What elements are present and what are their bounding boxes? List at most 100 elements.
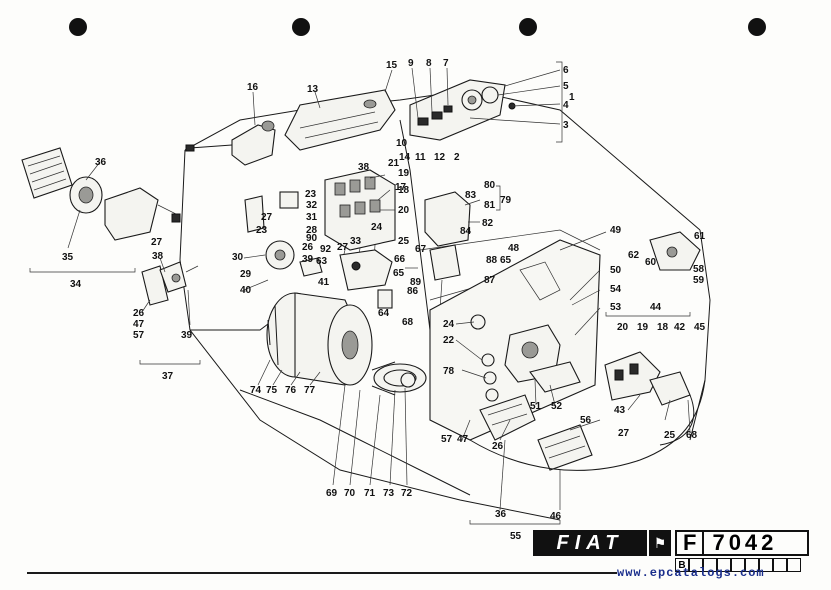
callout-68: 68 — [402, 317, 414, 328]
callout-78: 78 — [443, 366, 455, 377]
ignition-components — [244, 191, 323, 277]
callout-34: 34 — [70, 279, 82, 290]
callout-74: 74 — [250, 385, 262, 396]
instrument-cluster — [284, 89, 396, 151]
callout-75: 75 — [266, 385, 278, 396]
callout-22: 22 — [443, 335, 455, 346]
callout-79: 79 — [500, 195, 512, 206]
callout-19b: 19 — [637, 322, 649, 333]
callout-23: 23 — [305, 189, 317, 200]
callout-84: 84 — [460, 226, 472, 237]
callout-38b: 38 — [358, 162, 370, 173]
document-code-prefix: F — [677, 530, 705, 555]
callout-33: 33 — [350, 236, 362, 247]
callout-49: 49 — [610, 225, 622, 236]
callout-53: 53 — [610, 302, 622, 313]
callout-36: 36 — [495, 509, 507, 520]
callout-36b: 36 — [95, 157, 107, 168]
callout-76: 76 — [285, 385, 297, 396]
callout-41: 41 — [318, 277, 330, 288]
revision-box — [773, 558, 787, 572]
revision-letter: B — [675, 558, 689, 572]
callout-70: 70 — [344, 488, 356, 499]
wiper-relay — [339, 249, 393, 309]
alternator — [266, 292, 427, 396]
callout-19: 19 — [398, 168, 410, 179]
callout-42: 42 — [674, 322, 686, 333]
callout-16: 16 — [247, 82, 259, 93]
callout-66: 66 — [394, 254, 406, 265]
callout-1: 1 — [569, 92, 575, 103]
callout-47: 47 — [457, 434, 469, 445]
callout-55: 55 — [510, 531, 522, 542]
callout-57b: 57 — [133, 330, 145, 341]
callout-32: 32 — [306, 200, 318, 211]
binder-holes — [69, 18, 766, 36]
group-brackets — [29, 61, 691, 525]
callout-43: 43 — [614, 405, 626, 416]
callout-47b: 47 — [133, 319, 145, 330]
callout-31: 31 — [306, 212, 318, 223]
callout-68b: 68 — [686, 430, 698, 441]
callout-8: 8 — [426, 58, 432, 69]
connector-top-right — [649, 231, 701, 271]
callout-44: 44 — [650, 302, 662, 313]
callout-87: 87 — [484, 275, 496, 286]
callout-14: 14 — [399, 152, 411, 163]
callout-26b: 26 — [492, 441, 504, 452]
callout-63: 63 — [316, 256, 328, 267]
callout-50: 50 — [610, 265, 622, 276]
callout-60: 60 — [645, 257, 657, 268]
callout-13: 13 — [307, 84, 319, 95]
callout-27c: 27 — [618, 428, 630, 439]
callout-48: 48 — [508, 243, 520, 254]
callout-82: 82 — [482, 218, 494, 229]
callout-26: 26 — [302, 242, 314, 253]
callout-80: 80 — [484, 180, 496, 191]
callout-24: 24 — [371, 222, 383, 233]
steering-column-switch — [185, 120, 276, 166]
callout-24b: 24 — [443, 319, 455, 330]
callout-6: 6 — [563, 65, 569, 76]
vehicle-body-outline — [179, 89, 711, 521]
callout-29: 29 — [240, 269, 252, 280]
callout-39: 39 — [302, 254, 314, 265]
callout-2: 2 — [454, 152, 460, 163]
callout-20: 20 — [398, 205, 410, 216]
brand-symbol-icon: ⚑ — [649, 530, 671, 556]
callout-21: 21 — [388, 158, 400, 169]
callout-4: 4 — [563, 100, 569, 111]
revision-box — [745, 558, 759, 572]
callout-39b: 39 — [181, 330, 193, 341]
callout-27: 27 — [261, 212, 273, 223]
callout-57: 57 — [441, 434, 453, 445]
callout-3: 3 — [563, 120, 569, 131]
callout-26c: 26 — [133, 308, 145, 319]
callout-71: 71 — [364, 488, 376, 499]
callout-12: 12 — [434, 152, 446, 163]
callout-5: 5 — [563, 81, 569, 92]
callout-64: 64 — [378, 308, 390, 319]
callout-92: 92 — [320, 244, 332, 255]
callout-65b: 65 — [500, 255, 512, 266]
callout-67: 67 — [415, 244, 427, 255]
callout-17: 17 — [395, 182, 407, 193]
callout-11: 11 — [415, 152, 426, 163]
revision-boxes: B — [675, 558, 801, 572]
leader-lines — [67, 67, 691, 511]
revision-box — [703, 558, 717, 572]
callout-86: 86 — [407, 286, 419, 297]
callout-9: 9 — [408, 58, 414, 69]
callout-62: 62 — [628, 250, 640, 261]
callout-58: 58 — [693, 264, 705, 275]
callout-52: 52 — [551, 401, 563, 412]
rear-lamp-assembly — [469, 379, 706, 471]
callout-15: 15 — [386, 60, 398, 71]
callout-46: 46 — [550, 511, 562, 522]
callout-25: 25 — [398, 236, 410, 247]
fuse-relay-box — [324, 169, 396, 263]
document-code-number: 7042 — [712, 530, 778, 555]
callout-38: 38 — [152, 251, 164, 262]
callout-77: 77 — [304, 385, 316, 396]
